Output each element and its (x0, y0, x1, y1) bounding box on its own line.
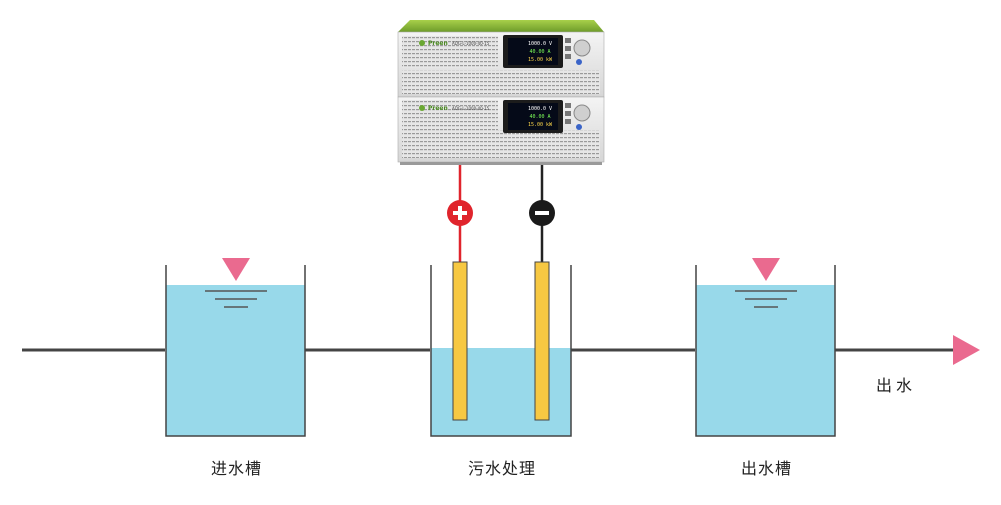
power-supply-unit-2: Preen ADG-L-1000-40-15 1000.0 V 40.00 A … (397, 96, 605, 163)
outlet-tank-label: 出水槽 (741, 459, 793, 478)
positive-terminal-icon (447, 200, 473, 226)
current-readout: 40.00 A (529, 49, 550, 55)
power-readout: 15.00 kW (528, 57, 553, 63)
control-knob-icon (573, 104, 591, 122)
negative-terminal-icon (529, 200, 555, 226)
inlet-tank (165, 258, 306, 437)
brand-logo: Preen (428, 40, 448, 47)
voltage-readout: 1000.0 V (528, 106, 552, 112)
dc-power-supply: Preen ADG-L-1000-40-15 1000.0 V 40.00 A … (397, 20, 605, 165)
brand-logo: Preen (428, 105, 448, 112)
current-readout: 40.00 A (529, 114, 550, 120)
treatment-tank (430, 265, 572, 437)
control-knob-icon (573, 39, 591, 57)
anode-electrode (452, 261, 468, 421)
voltage-readout: 1000.0 V (528, 41, 552, 47)
inlet-tank-label: 进水槽 (211, 459, 263, 478)
power-supply-unit-1: Preen ADG-L-1000-40-15 1000.0 V 40.00 A … (397, 31, 605, 98)
treatment-tank-label: 污水处理 (468, 459, 537, 478)
water-level-icon (222, 258, 250, 281)
outflow-arrow-icon (953, 335, 980, 365)
outflow-label: 出水 (876, 376, 917, 395)
water-level-icon (752, 258, 780, 281)
model-label: ADG-L-1000-40-15 (452, 41, 490, 46)
power-readout: 15.00 kW (528, 122, 553, 128)
outlet-tank (695, 258, 836, 437)
model-label: ADG-L-1000-40-15 (452, 106, 490, 111)
cathode-electrode (534, 261, 550, 421)
